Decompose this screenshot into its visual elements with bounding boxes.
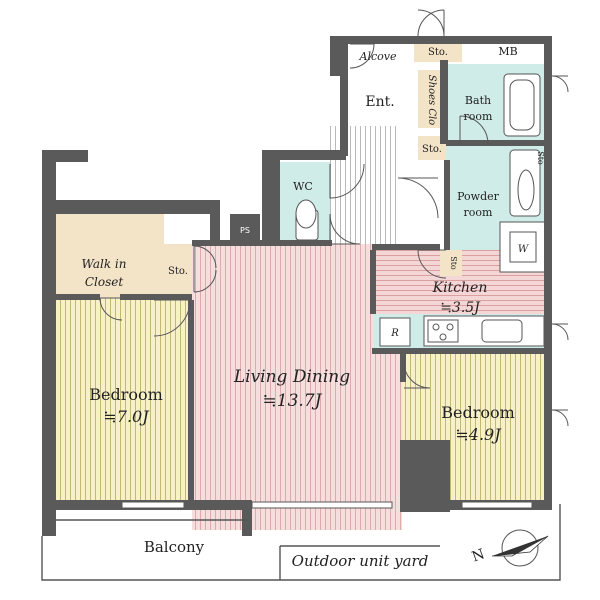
wall-wc-left [262,150,280,240]
wall-closet-bedroom [56,294,100,300]
door-walk-in-closet[interactable] [99,297,123,321]
stove-burner-3 [439,333,447,341]
wall-left-step [56,200,220,214]
living-dining-label: Living Dining [233,367,350,387]
wall-kitchen-left [370,250,376,314]
wall-kitchen-bedroom [372,348,548,354]
walk-in-closet-storage-floor [164,244,192,298]
living-dining-floor [192,244,402,530]
kitchen-storage-label: Sto [449,256,458,270]
wall-kitchen-top [372,244,440,250]
living-dining-size-label: ≒13.7J [263,391,323,411]
wall-ps [230,214,260,244]
wall-pillar-right [400,440,450,512]
closet-storage-label: Sto. [168,266,188,277]
entrance-label: Ent. [365,94,394,110]
door-bedroom-left[interactable] [153,299,191,337]
alcove-label: Alcove [359,50,397,63]
washer-label: W [518,244,529,255]
wc-label: WC [293,180,313,193]
refrigerator-label: R [390,328,399,339]
shoes-closet-floor [418,70,440,128]
bedroom-left-size-label: ≒7.0J [103,407,150,426]
door-alcove[interactable] [349,43,375,69]
kitchen-sink [481,319,523,343]
washbasin-bowl [517,169,535,211]
door-closet-storage[interactable] [193,245,217,293]
bedroom-right-label: Bedroom [441,403,515,422]
wall-bath-powder [446,140,546,146]
right-storage-label: Sto [536,151,545,165]
ps-label: PS [240,226,250,235]
bedroom-left-floor [56,298,190,504]
top-storage-label: Sto. [428,47,448,58]
balcony-outline [41,504,561,581]
door-hall-living[interactable] [329,213,361,245]
compass-north-label: N [470,546,487,565]
top-storage-floor [414,40,462,62]
door-balcony-right-1[interactable] [551,75,569,93]
bathroom-label-2: room [464,110,494,123]
wall-left-top [42,150,88,162]
washer-mark [509,231,537,263]
kitchen-size-label: ≒3.5J [440,300,481,316]
door-front-entrance[interactable] [417,9,445,37]
wall-entrance-left [340,76,348,156]
powder-room-label-1: Powder [457,190,500,203]
wall-bedroom-living [188,300,194,506]
window-bedroom-left [121,501,185,509]
wall-wc-top [262,150,346,160]
compass: N [470,529,549,567]
wall-right [544,40,552,510]
compass-needle-tail [491,535,549,557]
window-bedroom-right [461,501,533,509]
door-kitchen[interactable] [417,249,447,279]
door-balcony-right-2[interactable] [551,323,569,341]
wall-closet-bedroom-b [120,294,192,300]
compass-ring [501,529,539,567]
wall-powder-left [444,160,450,250]
wall-left [42,150,56,536]
balcony-label: Balcony [144,538,205,556]
bath-storage-label: Sto. [422,144,442,155]
wall-bed-right-left [400,352,406,382]
toilet-bowl [295,199,317,229]
mb-label: MB [498,45,517,58]
bathroom-label-1: Bath [465,94,491,107]
door-powder-room[interactable] [397,177,439,219]
door-bedroom-right[interactable] [403,361,431,389]
kitchen-storage-floor [440,250,462,276]
bathtub-inner [509,79,535,131]
walk-in-closet-label-2: Closet [85,275,124,289]
compass-needle [492,536,548,556]
powder-room-label-2: room [464,206,494,219]
wall-bath-left [440,60,448,144]
door-wc[interactable] [329,163,365,199]
stove-burner-1 [432,323,440,331]
window-living [251,501,393,509]
refrigerator-space [379,317,411,347]
stove-burner-2 [446,323,454,331]
wall-top [346,36,552,44]
kitchen-label: Kitchen [432,280,488,296]
washer-space [499,221,547,273]
outdoor-unit-yard-label: Outdoor unit yard [292,552,429,570]
bedroom-right-size-label: ≒4.9J [455,425,502,444]
wall-closet-inner [210,200,220,246]
bedroom-left-label: Bedroom [89,385,163,404]
wall-top-left [330,36,348,76]
shoes-closet-label: Shoes Clo [426,75,437,125]
wall-bottom-mid [242,500,252,536]
door-bathroom[interactable] [459,115,489,145]
walk-in-closet-label-1: Walk in [82,257,127,271]
walk-in-closet-floor [56,214,164,298]
wall-living-top [192,240,332,246]
door-balcony-right-3[interactable] [551,409,569,427]
